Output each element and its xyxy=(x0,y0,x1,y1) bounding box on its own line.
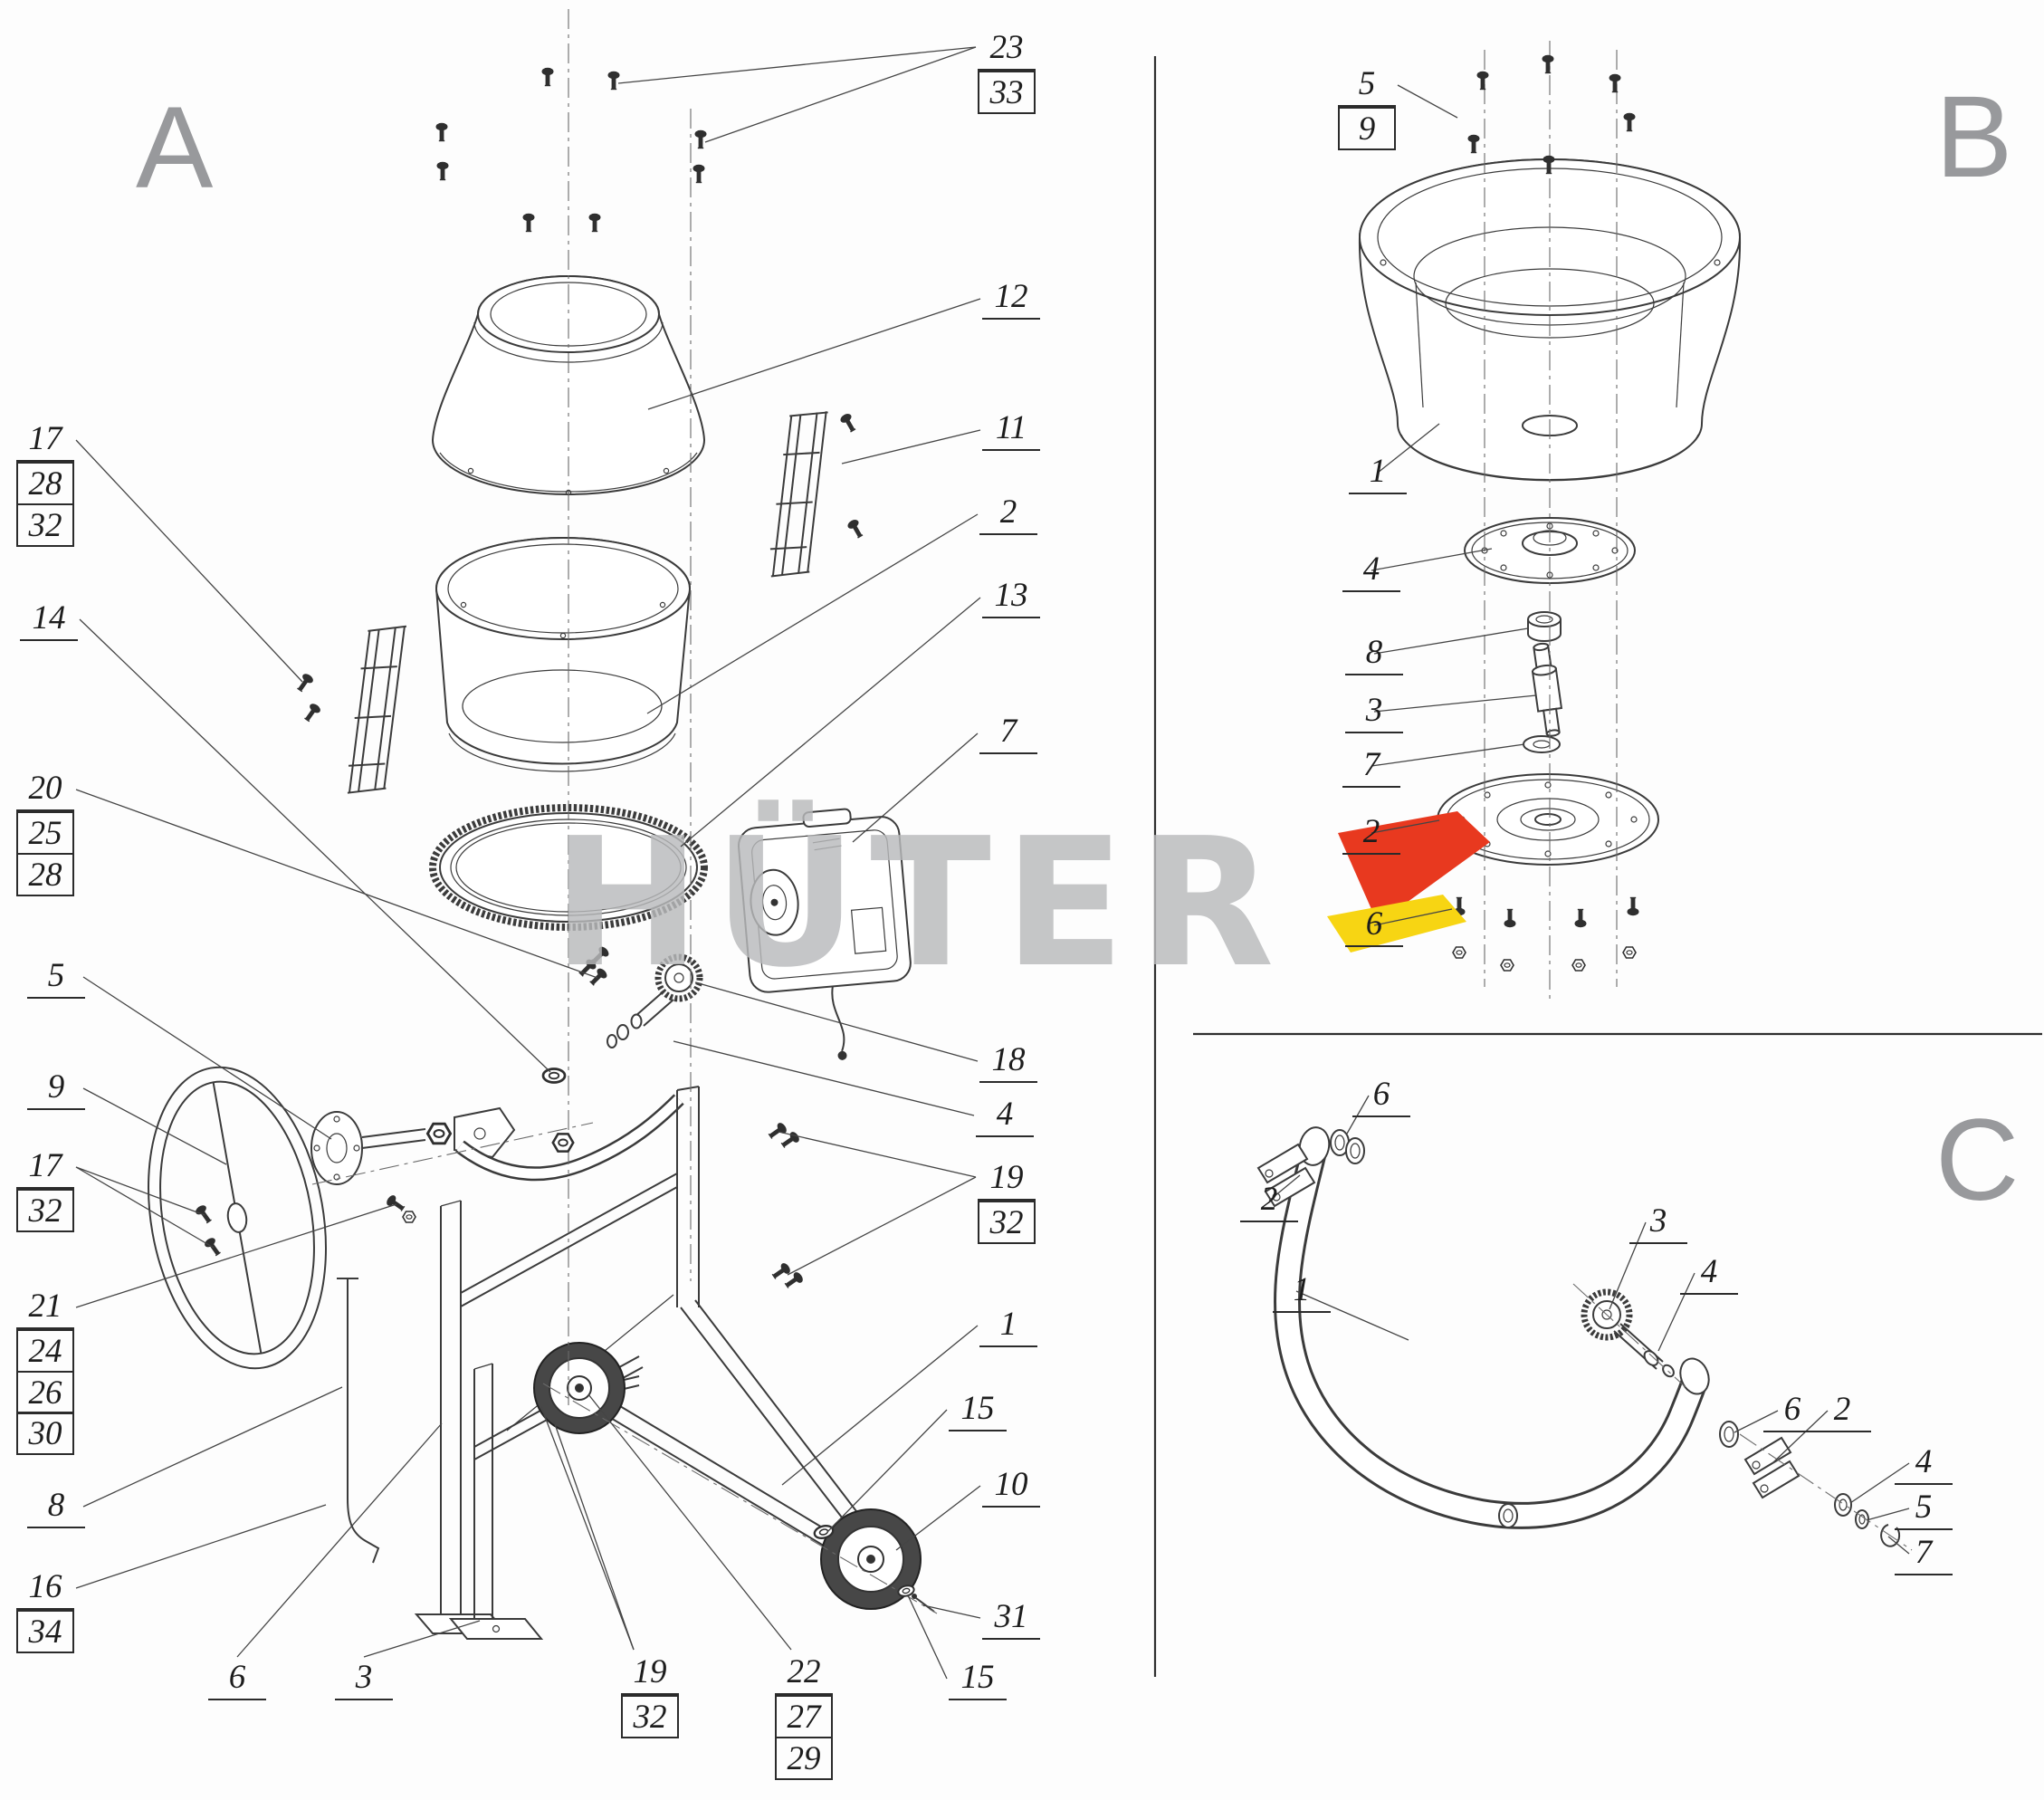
front-wheel xyxy=(533,1342,626,1434)
section-a-drawing xyxy=(148,275,935,1640)
drum-cone xyxy=(431,275,706,496)
bearing-upper xyxy=(1527,611,1562,642)
locking-handle xyxy=(337,1278,380,1564)
bearing-lower xyxy=(1523,735,1561,753)
view-label-c: C xyxy=(1935,1096,2020,1225)
pinion-gear xyxy=(607,953,703,1048)
section-c-drawing xyxy=(1256,1126,1901,1547)
paddle-left xyxy=(347,625,407,794)
drum-bowl xyxy=(435,537,692,772)
hand-wheel xyxy=(148,1066,327,1370)
support-arm-tube xyxy=(1273,1126,1710,1529)
view-label-b: B xyxy=(1935,72,2013,202)
drive-flange xyxy=(310,1111,363,1185)
tilt-pivot xyxy=(361,1094,684,1182)
tow-wheel xyxy=(820,1508,935,1613)
bearing-flange-bottom xyxy=(1437,773,1659,866)
paddle-right xyxy=(769,411,828,578)
bracket-right xyxy=(1719,1421,1800,1499)
motor xyxy=(737,808,912,1060)
drive-shaft xyxy=(1531,642,1563,737)
section-dividers xyxy=(1153,56,2042,1677)
view-label-a: A xyxy=(136,83,214,213)
